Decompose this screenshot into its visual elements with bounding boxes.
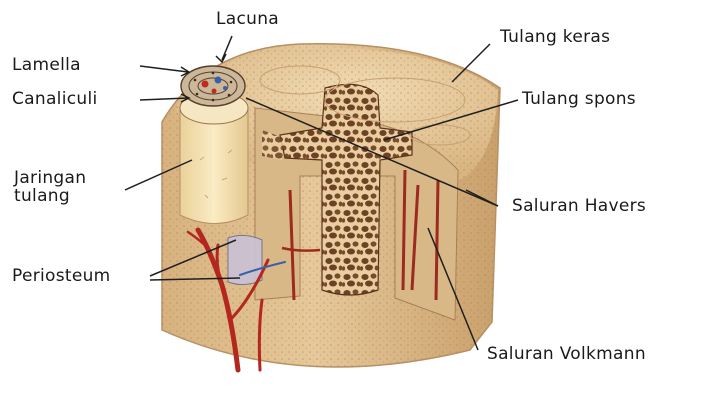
periosteum-layer [228, 235, 262, 284]
label-tulang-spons: Tulang spons [522, 90, 636, 108]
label-jaringan-tulang: Jaringan tulang [14, 169, 86, 205]
osteon-cylinder [180, 92, 248, 224]
osteon-top-detail [181, 66, 245, 106]
label-periosteum: Periosteum [12, 267, 111, 285]
label-canaliculi: Canaliculi [12, 90, 98, 108]
label-lamella: Lamella [12, 56, 81, 74]
label-lacuna: Lacuna [216, 10, 279, 28]
label-saluran-havers: Saluran Havers [512, 197, 646, 215]
label-saluran-volkmann: Saluran Volkmann [487, 345, 646, 363]
label-tulang-keras: Tulang keras [500, 28, 610, 46]
